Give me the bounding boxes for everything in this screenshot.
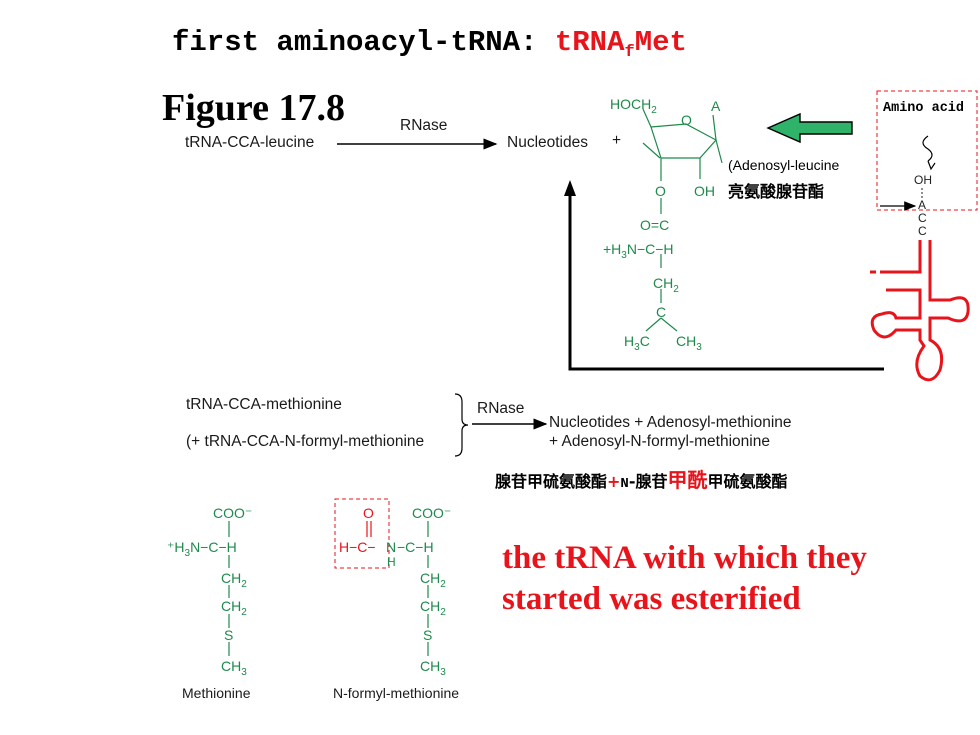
carbonyl: O=C	[640, 217, 669, 233]
ch3-group: CH3	[676, 333, 702, 353]
h3c-group: H3C	[624, 333, 650, 353]
formyl-bonds	[366, 521, 372, 537]
reaction2-product1: Nucleotides + Adenosyl-methionine	[549, 414, 792, 431]
reaction1-product: Nucleotides	[507, 134, 588, 151]
reaction1-enzyme: RNase	[400, 117, 448, 134]
reaction2-substrate2: (+ tRNA-CCA-N-formyl-methionine	[186, 433, 425, 450]
branch-carbon: C	[656, 304, 666, 320]
trna-cloverleaf-icon	[870, 240, 970, 382]
reaction2-enzyme: RNase	[477, 400, 525, 417]
reaction2-cn-annotation: 腺苷甲硫氨酸酯+N-腺苷甲酰甲硫氨酸酯	[495, 468, 788, 492]
trna-c1: C	[918, 211, 927, 225]
figure-label: Figure 17.8	[162, 87, 345, 129]
fmet-n: N	[386, 539, 396, 555]
hoch2-label: HOCH2	[610, 96, 657, 116]
green-arrow-icon	[766, 112, 853, 144]
trna-c2: C	[918, 224, 927, 238]
met-ch2a: CH2	[221, 570, 247, 590]
reaction2-substrate1: tRNA-CCA-methionine	[186, 396, 342, 413]
fmet-ch: −C−H	[397, 539, 434, 555]
trna-a: A	[918, 198, 926, 212]
trna-oh: OH	[914, 173, 932, 187]
met-ch3: CH3	[221, 658, 247, 678]
formyl-methionine-caption: N-formyl-methionine	[333, 685, 459, 701]
adenosyl-leucine-structure	[642, 108, 723, 332]
formyl-group-box	[334, 498, 390, 569]
fmet-ch3: CH3	[420, 658, 446, 678]
reaction1-plus: +	[612, 132, 622, 149]
adenine-label: A	[711, 98, 721, 114]
amino-acid-box	[876, 90, 978, 211]
return-arrow-head	[564, 180, 576, 196]
met-amine: ⁺H3N−C−H	[167, 539, 237, 559]
ester-oxygen: O	[655, 183, 666, 199]
squiggle-link	[922, 135, 933, 162]
adenosyl-leucine-label: (Adenosyl-leucine	[728, 157, 840, 173]
reaction2-product2: + Adenosyl-N-formyl-methionine	[549, 433, 770, 450]
amine-group: +H3N−C−H	[603, 241, 674, 261]
fmet-ch2b: CH2	[420, 598, 446, 618]
met-ch2b: CH2	[221, 598, 247, 618]
trna-fmet: tRNAfMet	[554, 26, 687, 62]
return-arrow	[568, 192, 884, 371]
ring-oxygen: O	[681, 112, 692, 128]
adenosyl-leucine-cn: 亮氨酸腺苷酯	[728, 182, 825, 201]
fmet-formyl: H−C−	[339, 539, 376, 555]
fmet-nh: H	[387, 555, 396, 569]
amino-acid-label: Amino acid	[883, 101, 965, 116]
fmet-coo: COO⁻	[412, 505, 451, 521]
ch2-group: CH2	[653, 275, 679, 295]
fmet-o: O	[363, 505, 374, 521]
fmet-s: S	[423, 627, 432, 643]
fmet-ch2a: CH2	[420, 570, 446, 590]
met-s: S	[224, 627, 233, 643]
reaction1-substrate: tRNA-CCA-leucine	[185, 134, 315, 151]
reaction2-brace	[454, 393, 469, 457]
met-coo: COO⁻	[213, 505, 252, 521]
slide-title: first aminoacyl-tRNA: tRNAfMet	[172, 26, 687, 62]
hydroxyl: OH	[694, 183, 715, 199]
esterified-note: the tRNA with which they started was est…	[502, 540, 867, 617]
methionine-caption: Methionine	[182, 685, 251, 701]
